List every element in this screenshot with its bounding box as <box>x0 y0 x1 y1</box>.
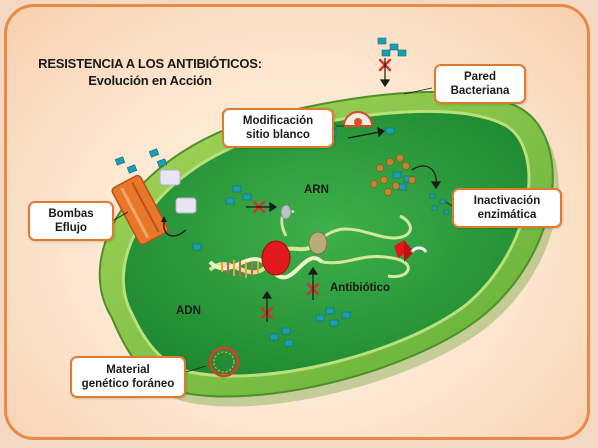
title-line-2: Evolución en Acción <box>88 73 212 88</box>
antibiotic-molecule-icon <box>381 49 391 57</box>
antibiotic-molecule-icon <box>341 311 351 319</box>
antibiotic-molecule-icon <box>392 171 402 179</box>
diagram-title: RESISTENCIA A LOS ANTIBIÓTICOS: Evolució… <box>30 55 270 89</box>
antibiotic-molecule-icon <box>431 205 438 211</box>
antibiotic-molecule-icon <box>315 314 325 322</box>
antibiotic-molecule-icon <box>325 307 335 315</box>
antibiotic-molecule-icon <box>385 127 395 135</box>
antibiotic-molecule-icon <box>126 164 138 174</box>
callout-material-genetico-foraneo: Material genético foráneo <box>70 356 186 398</box>
antibiotic-molecule-icon <box>329 319 339 327</box>
ribosome-icon <box>261 204 428 276</box>
antibiotic-molecule-icon <box>429 193 436 199</box>
antibiotic-molecule-icon <box>281 327 291 335</box>
callout-modificacion-sitio-blanco: Modificación sitio blanco <box>222 108 334 148</box>
plasmid-ring-icon <box>208 346 240 378</box>
antibiotic-molecule-icon <box>156 158 168 168</box>
antibiotic-molecule-icon <box>284 339 294 347</box>
antibiotic-molecule-icon <box>439 199 446 205</box>
label-arn: ARN <box>304 184 329 196</box>
enzyme-icon <box>370 154 416 196</box>
antibiotic-molecule-icon <box>443 209 450 215</box>
target-site-icon <box>342 111 374 127</box>
antibiotic-molecule-icon <box>397 49 407 57</box>
label-adn: ADN <box>176 305 201 317</box>
callout-bombas-eflujo: Bombas Eflujo <box>28 201 114 241</box>
callout-pared-bacteriana: Pared Bacteriana <box>434 64 526 104</box>
antibiotic-molecule-icon <box>148 148 160 158</box>
antibiotic-molecule-icon <box>114 156 126 166</box>
label-antibiotico: Antibiótico <box>330 282 391 294</box>
antibiotic-molecules <box>114 37 450 347</box>
antibiotic-molecule-icon <box>242 193 252 201</box>
antibiotic-molecule-icon <box>377 37 387 45</box>
efflux-pump-icon <box>111 169 197 246</box>
bacterial-cell <box>98 90 559 407</box>
antibiotic-molecule-icon <box>232 185 242 193</box>
callout-inactivacion-enzimatica: Inactivación enzimática <box>452 188 562 228</box>
arrows <box>246 58 442 322</box>
callout-leaders <box>113 87 453 373</box>
antibiotic-molecule-icon <box>225 197 235 205</box>
antibiotic-molecule-icon <box>389 43 399 51</box>
antibiotic-molecule-icon <box>192 243 202 251</box>
title-line-1: RESISTENCIA A LOS ANTIBIÓTICOS: <box>38 56 262 71</box>
antibiotic-molecule-icon <box>269 333 279 341</box>
